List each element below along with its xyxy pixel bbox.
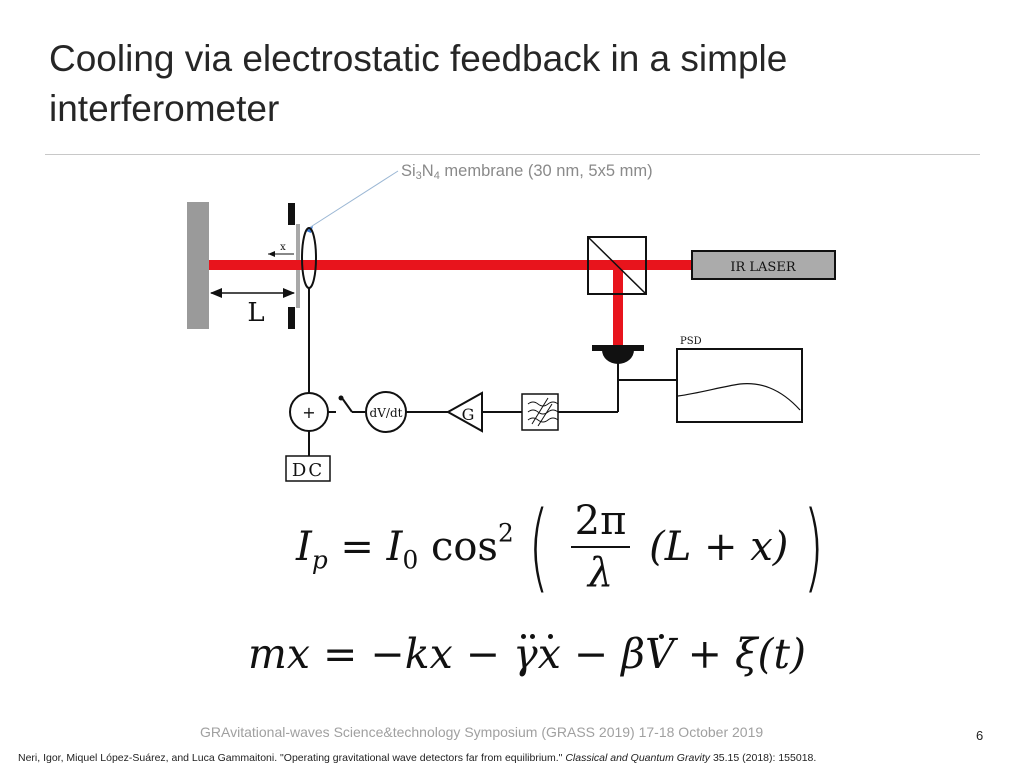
membrane-note-sub3: 3	[415, 170, 422, 182]
eq2-rhs3: + ξ(t)	[674, 630, 807, 678]
eq1-i0: I	[386, 524, 403, 571]
eq2-rhs2: − β	[560, 630, 645, 678]
reference-citation: Neri, Igor, Miquel López-Suárez, and Luc…	[18, 752, 816, 764]
eq1-argument: (L + x)	[649, 524, 789, 570]
psd-curve	[677, 383, 801, 411]
dc-label: DC	[292, 460, 324, 481]
membrane-note-n: N	[421, 162, 434, 180]
dc-source	[285, 455, 331, 482]
psd-box	[676, 348, 803, 423]
gain-label: G	[462, 405, 475, 424]
photodetector-bar	[592, 345, 644, 351]
ir-laser-label: IR LASER	[730, 260, 796, 275]
bandpass-filter	[521, 393, 559, 431]
beam-splitter	[587, 236, 647, 295]
beam-splitter-diagonal	[587, 236, 647, 295]
membrane-note-si: Si	[401, 162, 416, 180]
citation-authors-title: Neri, Igor, Miquel López-Suárez, and Luc…	[18, 752, 566, 764]
eq1-ip-sub: p	[311, 546, 328, 576]
eq1-cos-power: 2	[497, 518, 514, 548]
eq1-denominator: λ	[587, 550, 614, 596]
switch-contact	[338, 395, 344, 401]
eq1-cos: cos	[418, 524, 498, 571]
eq2-m: m	[248, 630, 287, 678]
citation-volume: 35.15 (2018): 155018.	[710, 752, 817, 764]
page-number: 6	[976, 728, 984, 743]
filter-slash-1	[531, 397, 549, 425]
membrane-note-text: membrane (30 nm, 5x5 mm)	[439, 162, 653, 180]
eq2-rhs1: = −kx − γ	[310, 630, 538, 678]
eq1-right-paren: )	[803, 491, 825, 603]
electrode-ellipse	[301, 227, 317, 289]
l-arrowhead-left	[210, 288, 222, 298]
conference-footer: GRAvitational-waves Science&technology S…	[200, 724, 764, 740]
sum-label: +	[302, 403, 315, 422]
eq2-x-ddot: x	[286, 630, 311, 678]
title-divider	[45, 154, 980, 155]
eq1-left-paren: (	[528, 491, 550, 603]
gain-amplifier	[445, 391, 483, 433]
eq1-ip: I	[296, 524, 312, 571]
psd-label: PSD	[680, 336, 702, 347]
membrane-holder-bottom	[288, 307, 295, 329]
x-label: x	[280, 242, 286, 253]
eq1-equals: =	[327, 524, 387, 571]
slide-title: Cooling via electrostatic feedback in a …	[49, 38, 788, 129]
membrane-note-sub4: 4	[433, 170, 440, 182]
eq1-numerator: 2π	[570, 498, 631, 548]
x-arrowhead	[268, 251, 275, 257]
laser-beam-vertical	[613, 265, 623, 347]
photodetector-dome	[602, 350, 634, 364]
eq2-v-dot: V	[644, 630, 675, 678]
membrane-pointer-line	[308, 170, 399, 229]
end-mirror	[187, 202, 209, 329]
filter-wave-3	[527, 417, 559, 423]
filter-wave-2	[527, 409, 559, 415]
eq2-x-dot: x	[537, 630, 561, 678]
equation-of-motion: mx = −kx − γx − βV + ξ(t)	[248, 630, 806, 678]
membrane-holder-top	[288, 203, 295, 225]
l-arrowhead-right	[283, 288, 295, 298]
derivative-label: dV/dt	[370, 406, 403, 420]
filter-slash-2	[537, 403, 553, 427]
ir-laser-box	[691, 250, 836, 280]
laser-beam-horizontal	[209, 260, 692, 270]
derivative-block	[365, 391, 407, 433]
membrane-annotation: Si3N4 membrane (30 nm, 5x5 mm)	[401, 162, 653, 182]
eq1-i0-sub: 0	[402, 546, 419, 576]
l-label: L	[247, 298, 264, 328]
citation-journal: Classical and Quantum Gravity	[565, 752, 711, 764]
switch-arm	[341, 397, 353, 413]
